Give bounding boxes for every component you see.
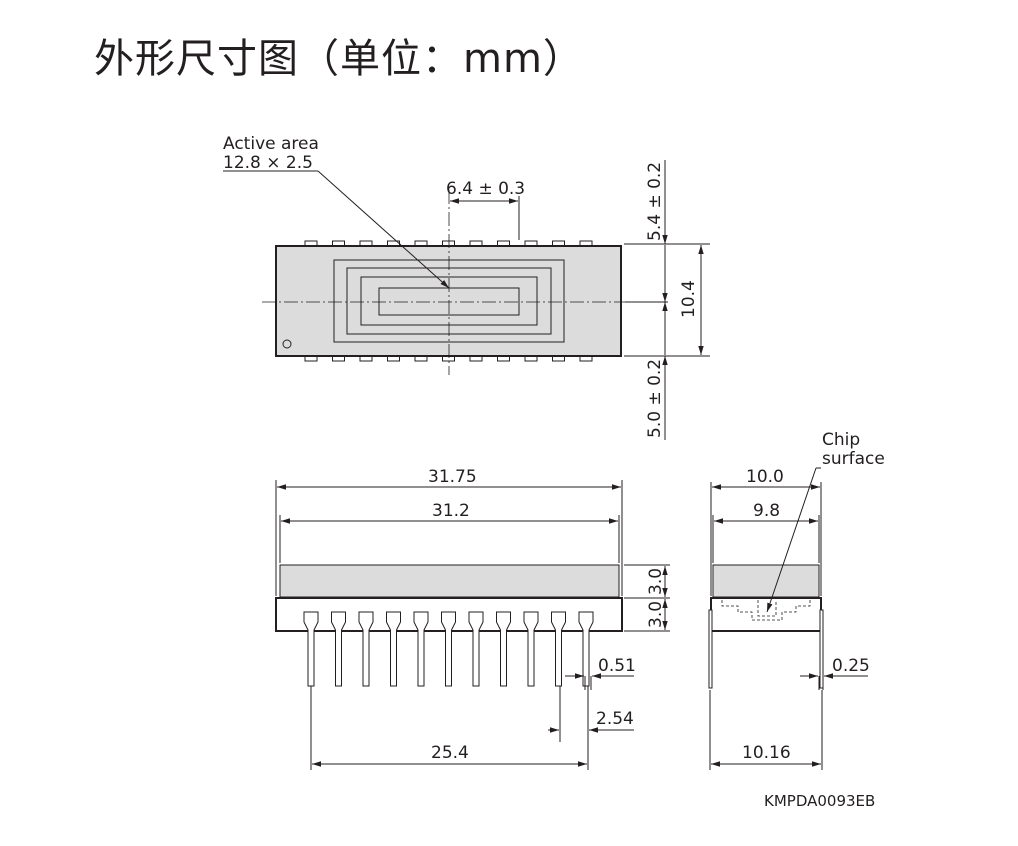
front-pin bbox=[303, 611, 319, 687]
dim-base-thickness: 3.0 bbox=[646, 601, 666, 628]
front-view: 31.75 31.2 3.0 3.0 0.51 2.54 25.4 bbox=[275, 467, 670, 770]
front-pins bbox=[303, 611, 594, 687]
front-pin bbox=[523, 611, 539, 687]
front-pin bbox=[386, 611, 401, 687]
dim-lead-thickness: 0.25 bbox=[832, 656, 870, 676]
front-pin bbox=[441, 611, 456, 687]
dim-window-width: 9.8 bbox=[753, 501, 780, 521]
active-area-label: Active area bbox=[223, 134, 319, 154]
dim-pin-width: 0.51 bbox=[598, 656, 636, 676]
chip-cavity-outline bbox=[757, 600, 777, 617]
dim-pin-span: 25.4 bbox=[431, 743, 469, 763]
dim-height: 10.4 bbox=[679, 280, 699, 318]
front-pin bbox=[413, 611, 429, 687]
dim-row-spacing: 10.16 bbox=[742, 743, 791, 763]
front-pin bbox=[468, 611, 484, 687]
chip-label-line2: surface bbox=[822, 449, 885, 469]
top-view: 6.4 ± 0.3 Active area 12.8 × 2.5 10.4 5.… bbox=[223, 134, 710, 440]
window-block-front bbox=[279, 564, 620, 598]
dim-bottom-offset: 5.0 ± 0.2 bbox=[645, 359, 665, 438]
dim-window-thickness: 3.0 bbox=[646, 568, 666, 595]
front-pin bbox=[496, 611, 511, 687]
dim-overall-length: 31.75 bbox=[428, 467, 477, 487]
front-pin bbox=[578, 611, 594, 687]
drawing-code: KMPDA0093EB bbox=[764, 792, 875, 810]
side-view: 10.0 9.8 Chip surface 0.25 10.16 bbox=[708, 430, 885, 770]
window-block-side bbox=[712, 564, 820, 598]
base-side bbox=[710, 597, 822, 632]
side-lead-left bbox=[708, 609, 713, 689]
front-pin bbox=[358, 611, 374, 687]
dim-top-offset: 5.4 ± 0.2 bbox=[645, 162, 665, 241]
pin1-mark bbox=[282, 339, 292, 349]
front-pin bbox=[331, 611, 346, 687]
dim-body-length: 31.2 bbox=[432, 501, 470, 521]
chip-label-line1: Chip bbox=[822, 430, 860, 450]
active-area-value: 12.8 × 2.5 bbox=[223, 153, 313, 173]
chip-hidden-outline bbox=[721, 600, 811, 621]
dim-pin-pitch: 2.54 bbox=[596, 709, 634, 729]
front-pin bbox=[551, 611, 566, 687]
dim-center-width: 6.4 ± 0.3 bbox=[446, 179, 525, 199]
dim-overall-width: 10.0 bbox=[746, 467, 784, 487]
top-pins-lower bbox=[304, 355, 593, 362]
side-lead-right bbox=[819, 609, 824, 689]
page-title: 外形尺寸图（单位：mm） bbox=[94, 36, 584, 82]
